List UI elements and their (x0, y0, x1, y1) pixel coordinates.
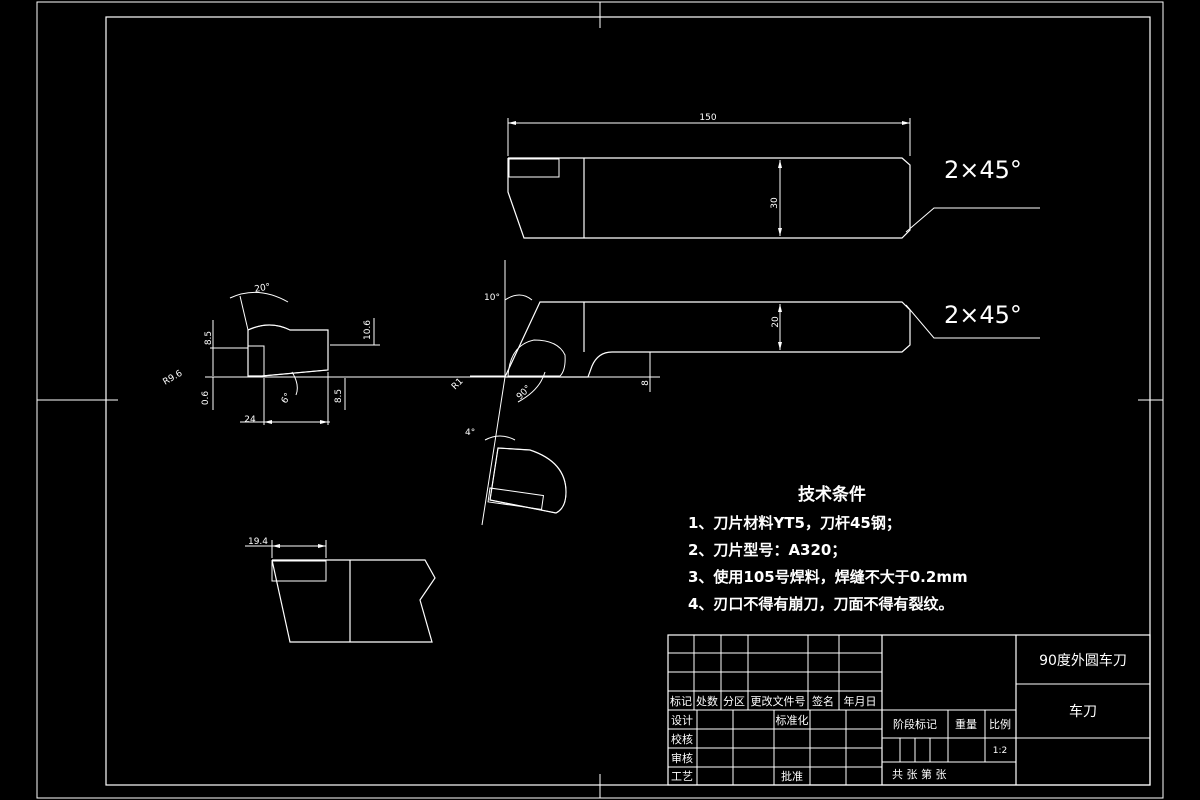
tb-col-mark: 标记 (670, 694, 692, 708)
section-tip: 4° (465, 428, 567, 514)
tb-row-standard: 标准化 (776, 713, 809, 727)
tech-conditions: 技术条件 1、刀片材料YT5，刀杆45钢； 2、刀片型号：A320； 3、使用1… (688, 484, 968, 613)
drawing-frame (36, 1, 1164, 799)
angle-20: 20° (254, 282, 271, 295)
dim-10-6: 10.6 (363, 320, 373, 340)
dim-r9-6: R9.6 (162, 369, 185, 388)
tb-row-review: 审核 (671, 751, 693, 765)
bottom-view: 19.4 (245, 537, 436, 643)
tb-col-signature: 签名 (812, 694, 834, 708)
tb-col-zone: 分区 (723, 695, 745, 708)
dim-height-front: 20 (771, 316, 781, 328)
title-block: 标记 处数 分区 更改文件号 签名 年月日 设计 标准化 校核 审核 工艺 批准… (667, 634, 1151, 786)
section-left: 8.5 0.6 R9.6 24 10.6 8.5 20° 6° (162, 282, 505, 425)
tech-line-3: 3、使用105号焊料，焊缝不大于0.2mm (688, 568, 968, 586)
tb-row-process: 工艺 (671, 770, 693, 783)
tb-part-name: 车刀 (1069, 703, 1097, 720)
tb-scale-label: 比例 (989, 717, 1011, 731)
angle-4: 4° (465, 428, 475, 438)
angle-10: 10° (484, 293, 500, 303)
chamfer-label-top: 2×45° (944, 156, 1022, 184)
tb-row-design: 设计 (671, 714, 693, 727)
dim-24: 24 (244, 415, 256, 425)
tb-col-change-doc: 更改文件号 (751, 694, 806, 708)
tech-title: 技术条件 (798, 484, 866, 505)
tb-row-check: 校核 (671, 732, 693, 746)
tech-line-1: 1、刀片材料YT5，刀杆45钢； (688, 514, 901, 532)
angle-6: 6° (280, 392, 294, 406)
dim-19-4: 19.4 (248, 537, 268, 547)
dim-8-5: 8.5 (204, 331, 214, 345)
tb-stage-label: 阶段标记 (893, 717, 937, 731)
tb-drawing-name: 90度外圆车刀 (1039, 652, 1127, 669)
tb-col-date: 年月日 (844, 694, 877, 708)
tech-line-2: 2、刀片型号：A320； (688, 541, 846, 559)
dim-length: 150 (699, 113, 716, 123)
dim-offset-8: 8 (641, 380, 651, 386)
front-view: 8 20 10° 90° R1 2×45° (450, 260, 1040, 526)
dim-8-5-b: 8.5 (334, 389, 344, 403)
angle-90: 90° (515, 384, 533, 402)
tb-scale-value: 1:2 (993, 746, 1007, 756)
dim-0-6: 0.6 (201, 391, 211, 406)
radius-r1: R1 (450, 377, 466, 393)
chamfer-label-front: 2×45° (944, 301, 1022, 329)
tb-weight-label: 重量 (955, 717, 977, 731)
tb-col-count: 处数 (696, 695, 718, 708)
tb-row-approve: 批准 (781, 769, 803, 783)
dim-height-top: 30 (770, 197, 780, 209)
tb-sheets: 共 张 第 张 (892, 767, 947, 781)
top-view: 150 30 2×45° (507, 113, 1040, 239)
tech-line-4: 4、刃口不得有崩刀，刀面不得有裂纹。 (688, 595, 953, 613)
